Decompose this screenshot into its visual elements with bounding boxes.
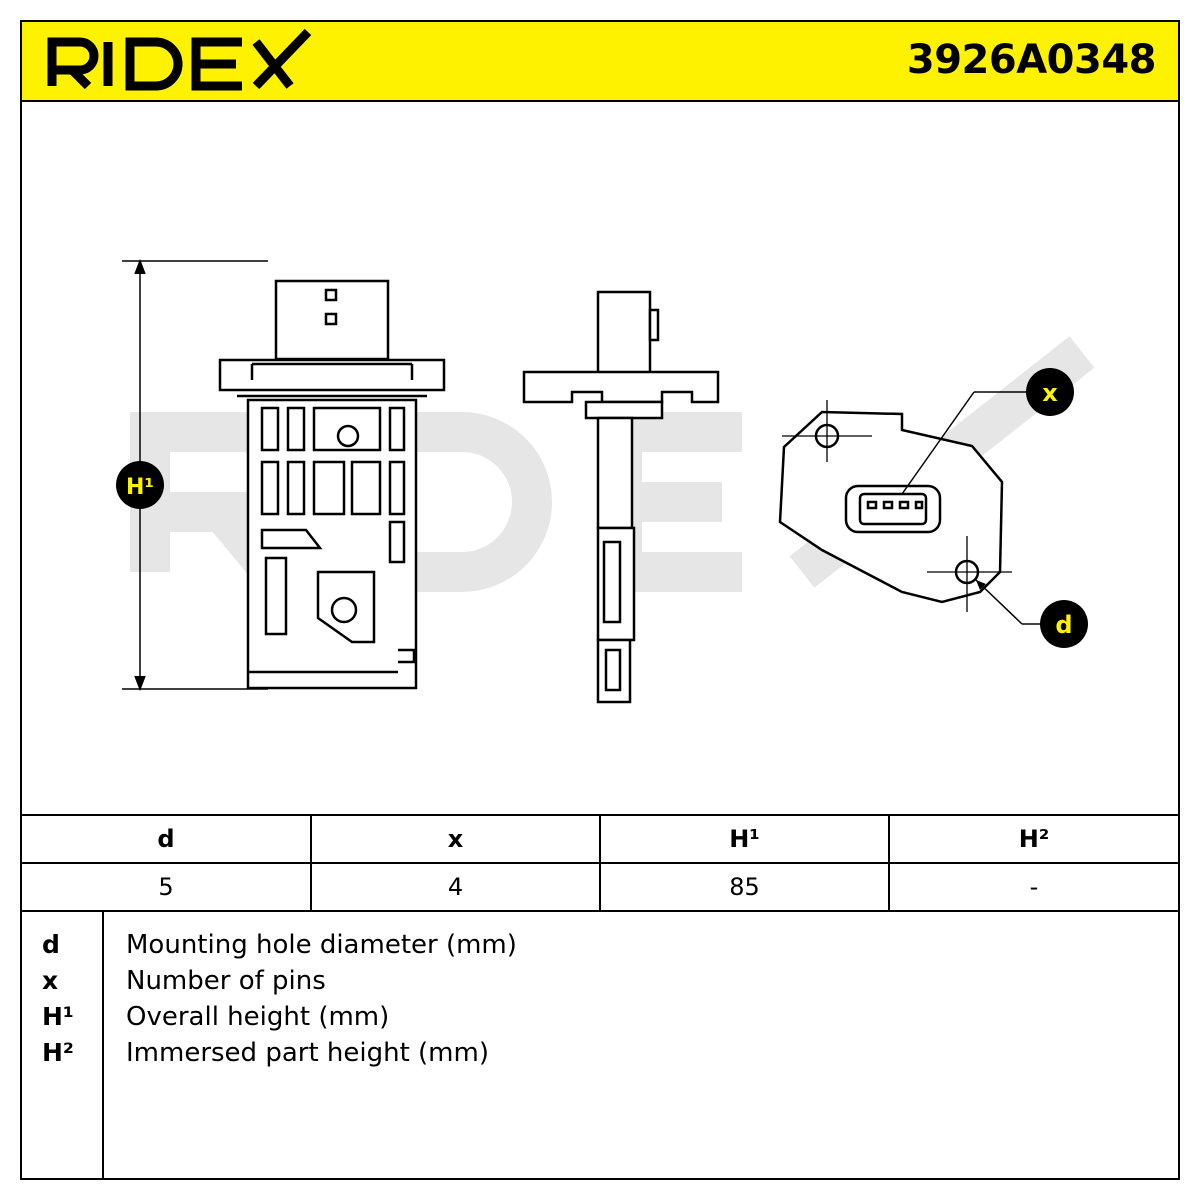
spec-header-x: x [310,814,601,864]
legend-symbol: H² [42,1038,74,1067]
legend-divider [102,912,104,1178]
header-bar: 3926A0348 [22,22,1178,102]
legend-symbol: H¹ [42,1002,74,1031]
hole-diameter-callout: d [975,579,1088,648]
legend-item: H² Immersed part height (mm) [22,1038,1178,1074]
spec-table: d x H¹ H² 5 4 85 - [22,814,1178,912]
legend-description: Immersed part height (mm) [126,1038,489,1068]
svg-text:d: d [1055,611,1072,639]
spec-value-x: 4 [310,862,601,912]
legend-symbol: x [42,966,59,995]
legend: d Mounting hole diameter (mm) x Number o… [22,912,1178,1178]
sensor-top-view [778,410,1004,604]
legend-description: Number of pins [126,966,326,996]
product-sheet: 3926A0348 H¹ [20,20,1180,1180]
h1-callout: H¹ [116,461,164,509]
pin-count-callout: x [901,368,1074,495]
legend-item: H¹ Overall height (mm) [22,1002,1178,1038]
spec-table-value-row: 5 4 85 - [22,862,1178,912]
legend-description: Mounting hole diameter (mm) [126,930,517,960]
spec-header-h2: H² [888,814,1178,864]
spec-value-h2: - [888,862,1178,912]
legend-description: Overall height (mm) [126,1002,390,1032]
svg-text:x: x [1042,379,1058,407]
legend-item: d Mounting hole diameter (mm) [22,930,1178,966]
spec-header-d: d [22,814,312,864]
spec-value-d: 5 [22,862,312,912]
part-number: 3926A0348 [906,37,1157,83]
spec-header-h1: H¹ [599,814,890,864]
spec-table-header-row: d x H¹ H² [22,814,1178,864]
sensor-side-view [522,290,720,704]
technical-drawing: H¹ [116,258,1095,704]
legend-symbol: d [42,930,60,959]
legend-item: x Number of pins [22,966,1178,1002]
top-view-centerlines [782,400,1012,612]
sensor-front-view [218,279,446,690]
ridex-logo [47,28,312,91]
spec-value-h1: 85 [599,862,890,912]
svg-text:H¹: H¹ [126,475,154,500]
